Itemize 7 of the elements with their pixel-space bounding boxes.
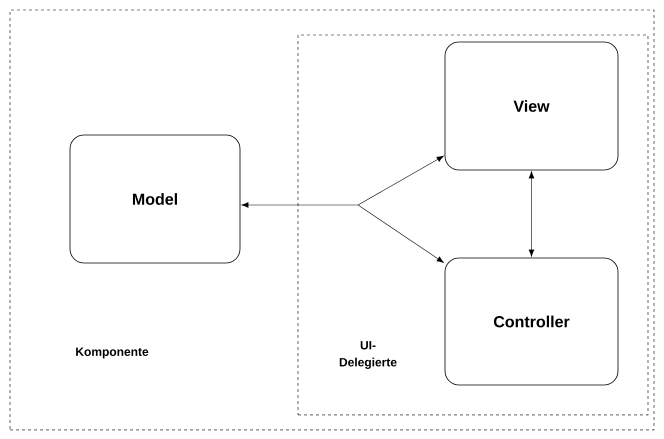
rounded-box: Model <box>70 134 240 264</box>
arrow <box>241 202 358 208</box>
rounded-box: View <box>444 42 618 170</box>
arrow <box>358 156 444 206</box>
arrow <box>358 204 444 263</box>
arrow <box>528 171 534 257</box>
rounded-box: Controller <box>444 258 618 386</box>
